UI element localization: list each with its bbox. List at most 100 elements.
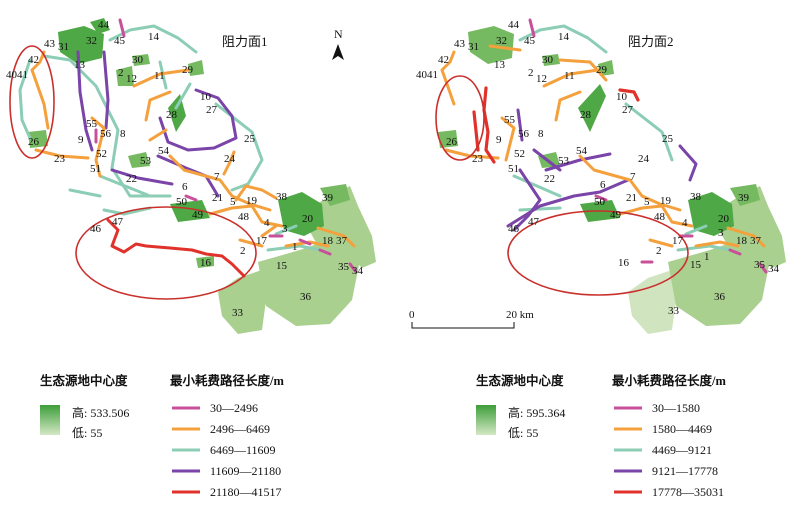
legend-1-low: 低: 55 — [72, 426, 102, 440]
legend-panel-1: 生态源地中心度 高: 533.506 低: 55 最小耗费路径长度/m 30—2… — [40, 373, 284, 499]
source-patch-39 — [320, 184, 350, 206]
node-label-17: 17 — [256, 235, 268, 247]
node-label-11: 11 — [154, 70, 165, 82]
p2-node-label-8: 8 — [538, 128, 544, 140]
p2-node-label-2-north: 2 — [528, 67, 534, 79]
p2-node-label-6: 6 — [600, 179, 606, 191]
source-patch-26 — [28, 130, 48, 148]
p2-node-label-48: 48 — [654, 211, 666, 223]
p2-node-label-39: 39 — [738, 192, 750, 204]
p2-source-patch-36 — [668, 236, 770, 326]
p2-node-label-29: 29 — [596, 64, 608, 76]
p2-node-label-26: 26 — [446, 136, 458, 148]
source-patch-36 — [258, 236, 360, 326]
p2-node-label-5: 5 — [644, 196, 650, 208]
p2-path-purple — [506, 108, 698, 232]
node-label-32: 32 — [86, 35, 97, 47]
node-label-48: 48 — [238, 211, 250, 223]
p2-node-label-7: 7 — [630, 171, 636, 183]
node-label-56: 56 — [100, 128, 112, 140]
scale-bar-end: 20 km — [506, 309, 534, 321]
legend-1-label-1: 30—2496 — [210, 401, 258, 415]
panel-1-cost-paths — [18, 18, 358, 278]
p2-source-patch-26 — [438, 130, 458, 148]
node-label-52: 52 — [96, 148, 107, 160]
source-patch-44 — [90, 18, 110, 34]
p2-node-label-9: 9 — [496, 134, 502, 146]
p2-node-label-27: 27 — [622, 104, 634, 116]
scale-bar-line — [411, 322, 515, 329]
legend-2-high: 高: 595.364 — [508, 405, 565, 420]
p2-node-label-20: 20 — [718, 213, 730, 225]
north-arrow: N — [332, 27, 344, 60]
p2-node-label-42: 42 — [438, 54, 449, 66]
node-label-4: 4 — [264, 217, 270, 229]
panel-1-source-patches — [28, 18, 376, 334]
path-pink-short — [94, 18, 358, 274]
path-teal-loop-west — [18, 54, 172, 198]
p2-node-label-55: 55 — [504, 114, 516, 126]
p2-node-label-34: 34 — [768, 263, 780, 275]
node-label-27: 27 — [206, 104, 218, 116]
p2-path-red — [472, 86, 640, 164]
p2-source-patch-29 — [598, 60, 614, 76]
node-label-49: 49 — [192, 209, 204, 221]
node-label-54: 54 — [158, 145, 170, 157]
legend-1-label-4: 11609—21180 — [210, 464, 281, 478]
p2-node-label-53: 53 — [558, 155, 570, 167]
node-label-34: 34 — [352, 265, 364, 277]
p2-node-label-44: 44 — [508, 19, 520, 31]
node-label-50: 50 — [176, 196, 188, 208]
p2-node-label-17: 17 — [672, 235, 684, 247]
p2-node-label-33: 33 — [668, 305, 680, 317]
p2-node-label-14: 14 — [558, 31, 570, 43]
node-label-14: 14 — [148, 31, 160, 43]
node-label-21: 21 — [212, 192, 223, 204]
p2-node-label-10: 10 — [616, 91, 628, 103]
p2-node-label-30: 30 — [542, 54, 554, 66]
node-label-4041: 4041 — [6, 69, 28, 81]
path-orange-network — [30, 50, 356, 248]
p2-node-label-11: 11 — [564, 70, 575, 82]
p2-node-label-28: 28 — [580, 109, 592, 121]
node-label-51: 51 — [90, 163, 101, 175]
p2-node-label-46: 46 — [508, 223, 520, 235]
node-label-18: 18 — [322, 235, 334, 247]
legend-2-label-1: 30—1580 — [652, 401, 700, 415]
node-label-1: 1 — [292, 241, 298, 253]
node-label-9: 9 — [78, 134, 84, 146]
node-label-6: 6 — [182, 181, 188, 193]
legend-2-label-4: 9121—17778 — [652, 464, 718, 478]
p2-node-label-2-south: 2 — [656, 245, 662, 257]
p2-node-label-24: 24 — [638, 153, 650, 165]
node-label-7: 7 — [214, 171, 220, 183]
node-label-45: 45 — [114, 35, 126, 47]
p2-node-label-4: 4 — [682, 217, 688, 229]
p2-node-label-45: 45 — [524, 35, 536, 47]
node-label-16: 16 — [200, 257, 212, 269]
path-purple-north — [76, 50, 238, 198]
north-label: N — [334, 27, 343, 41]
source-patch-12 — [116, 66, 134, 86]
legend-1-path-classes: 30—24962496—64696469—1160911609—21180211… — [172, 401, 282, 499]
legend-1-high: 高: 533.506 — [72, 405, 129, 420]
legend-1-gradient-swatch — [40, 405, 60, 435]
p2-node-label-31: 31 — [468, 41, 479, 53]
node-label-26: 26 — [28, 136, 40, 148]
node-label-53: 53 — [140, 155, 152, 167]
node-label-3: 3 — [282, 223, 288, 235]
p2-node-label-4041: 4041 — [416, 69, 438, 81]
node-label-47: 47 — [112, 216, 124, 228]
node-label-24: 24 — [224, 153, 236, 165]
path-red-longest — [106, 218, 246, 278]
p2-node-label-35: 35 — [754, 259, 766, 271]
p2-node-label-37: 37 — [750, 235, 762, 247]
p2-node-label-1: 1 — [704, 251, 710, 263]
node-label-30: 30 — [132, 54, 144, 66]
p2-node-label-43: 43 — [454, 38, 466, 50]
node-label-35: 35 — [338, 261, 350, 273]
p2-source-patch-20 — [688, 192, 734, 236]
source-patch-33 — [218, 270, 266, 334]
p2-node-label-18: 18 — [736, 235, 748, 247]
